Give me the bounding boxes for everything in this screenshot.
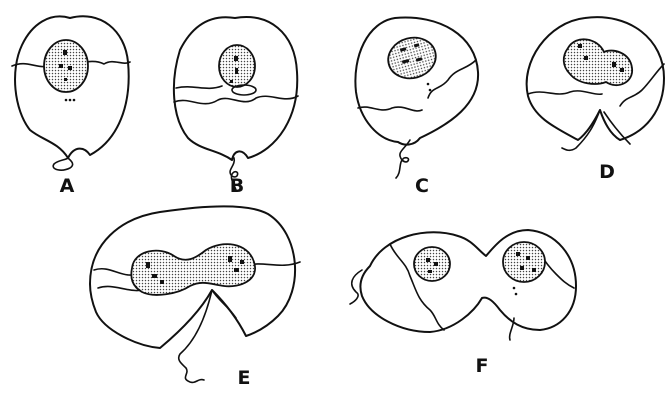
stage-d: D <box>527 17 664 183</box>
chromosome <box>578 44 582 48</box>
chromosome <box>160 280 164 284</box>
chromosome <box>520 266 524 270</box>
stage-b: B <box>174 17 298 197</box>
centriole-dot <box>515 293 518 296</box>
stage-e: E <box>90 206 300 389</box>
tether-strand <box>396 140 410 178</box>
chromosome <box>152 274 157 278</box>
chromosome <box>428 270 432 273</box>
chromosome <box>64 78 67 81</box>
stage-a: A <box>12 16 130 197</box>
centriole-dot <box>69 99 72 102</box>
chromosome <box>59 64 63 68</box>
chromosome <box>516 252 520 256</box>
chromosome <box>230 80 233 83</box>
cell-outline <box>174 17 297 160</box>
polar-body <box>53 158 72 170</box>
chromosome <box>620 68 624 72</box>
centriole-dot <box>73 99 76 102</box>
centriole-dot <box>65 99 68 102</box>
stage-f: F <box>350 230 576 377</box>
nucleus <box>414 247 450 281</box>
chromosome <box>234 56 238 61</box>
chromosome <box>612 62 616 67</box>
stage-c: C <box>355 18 478 197</box>
nucleus <box>44 40 88 92</box>
chromosome <box>526 256 530 260</box>
nucleus <box>503 242 545 282</box>
stage-label-f: F <box>476 355 489 377</box>
centriole-dot <box>427 83 430 86</box>
chromosome <box>234 268 239 272</box>
chromosome <box>426 258 430 262</box>
stage-label-c: C <box>415 175 429 197</box>
stage-label-e: E <box>238 367 251 389</box>
stage-label-d: D <box>599 161 615 183</box>
chromosome <box>584 56 588 60</box>
cell-outline <box>360 230 576 332</box>
chromosome <box>146 262 150 268</box>
stage-label-b: B <box>230 175 244 197</box>
centriole-dot <box>513 287 516 290</box>
chromosome <box>68 66 72 70</box>
chromosome <box>228 256 232 262</box>
chromosome <box>434 262 438 266</box>
chromosome <box>235 68 238 74</box>
chromosome <box>63 50 67 55</box>
nucleus <box>219 45 255 87</box>
chromosome <box>532 268 536 272</box>
centriole-dot <box>429 89 432 92</box>
chromosome <box>240 260 244 264</box>
stage-label-a: A <box>60 175 75 197</box>
cell-outline <box>355 18 478 145</box>
